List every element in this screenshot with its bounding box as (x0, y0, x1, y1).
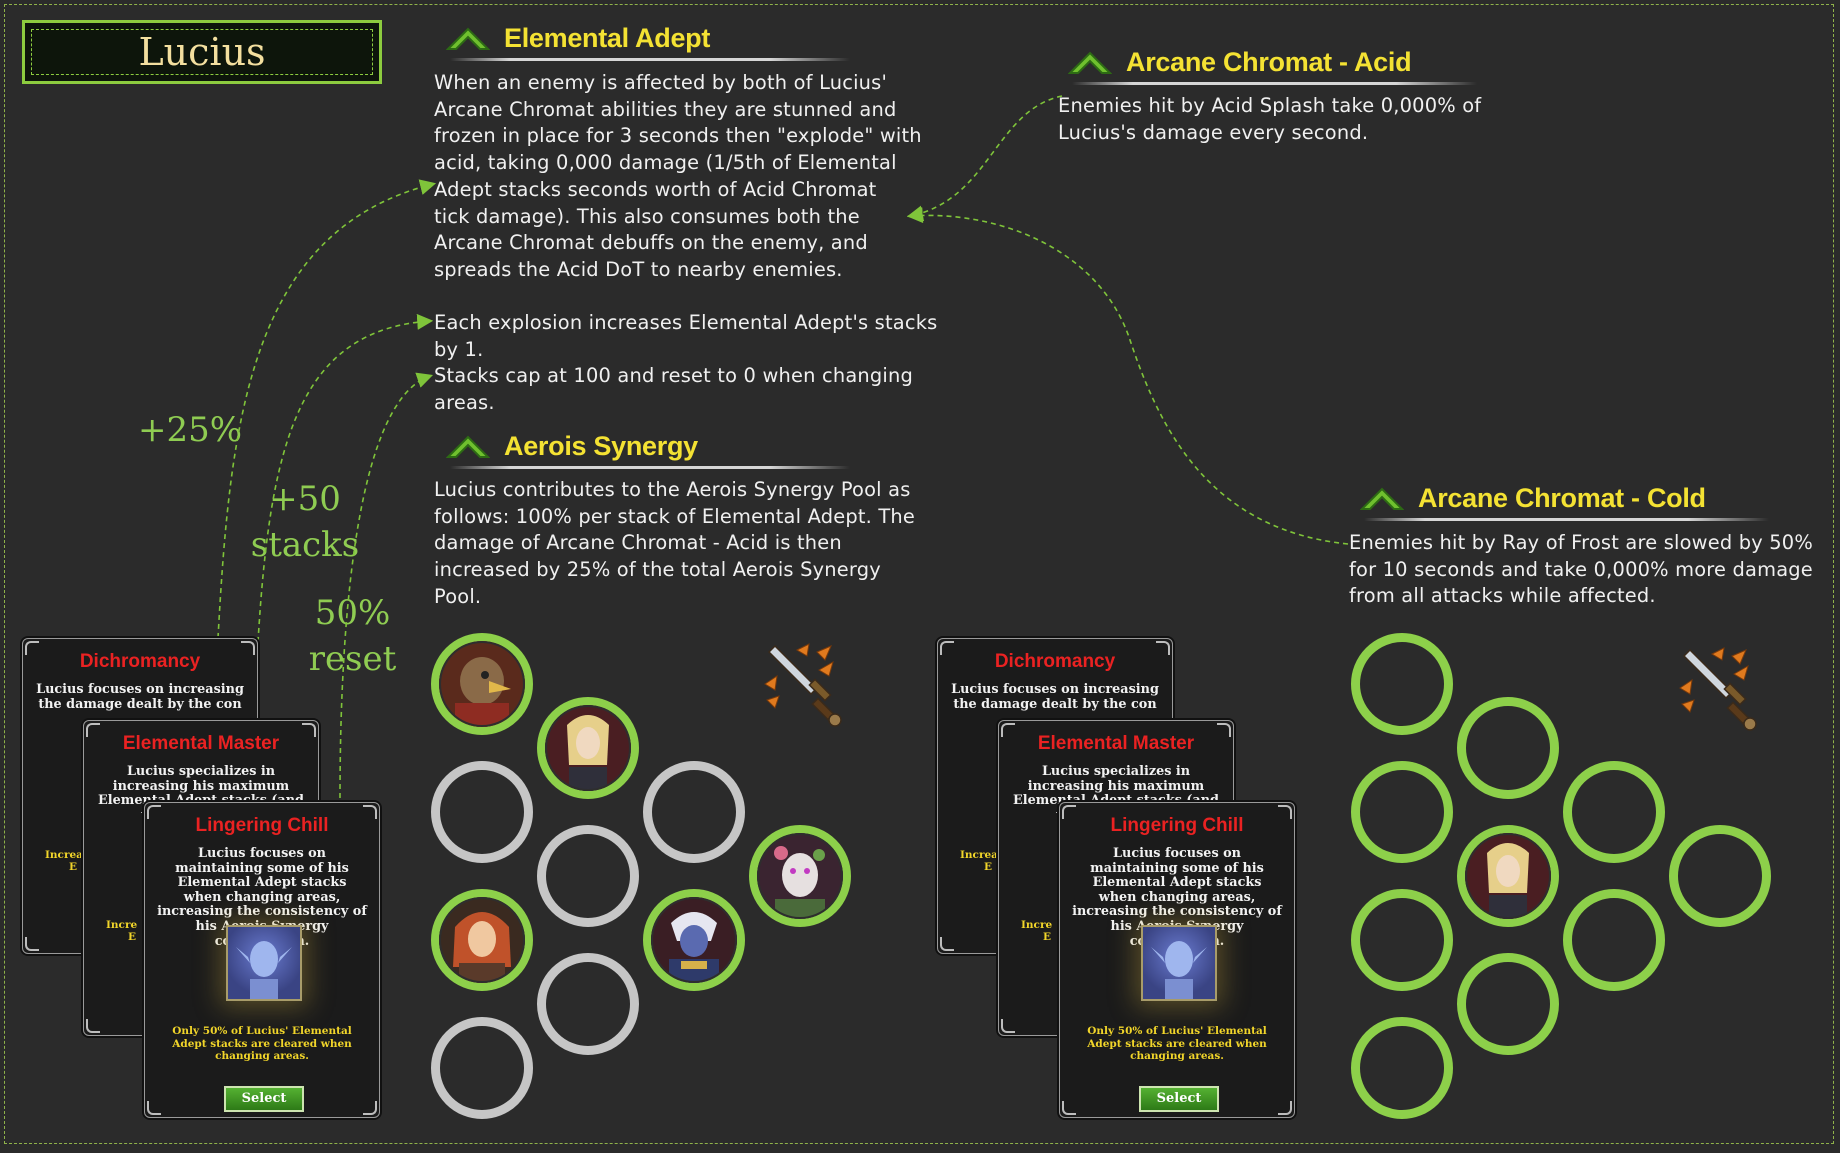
spec-card-lingering-chill[interactable]: Lingering Chill Lucius focuses on mainta… (1059, 802, 1295, 1118)
ability-description-stacks: Each explosion increases Elemental Adept… (434, 311, 938, 415)
title-underline (1364, 518, 1769, 521)
spec-card-lingering-chill[interactable]: Lingering Chill Lucius focuses on mainta… (144, 802, 380, 1118)
annotation-plus-25: +25% (137, 410, 243, 450)
lingering-chill-portrait (226, 925, 302, 1001)
formation-slot-empty[interactable] (537, 825, 639, 927)
green-chevron-icon (446, 27, 490, 50)
card-title: Lingering Chill (195, 815, 329, 836)
ability-description: Lucius contributes to the Aerois Synergy… (434, 478, 916, 608)
griffon-warrior-portrait (439, 641, 525, 727)
formation-slot-empty[interactable] (431, 1017, 533, 1119)
green-chevron-icon (1068, 51, 1112, 74)
formation-slot[interactable] (643, 889, 745, 991)
title-underline (1072, 82, 1477, 85)
formation-slot[interactable] (749, 825, 851, 927)
formation-slot-empty[interactable] (643, 761, 745, 863)
select-button[interactable]: Select (1139, 1086, 1219, 1112)
annotation-50-reset: 50%reset (308, 593, 397, 679)
ability-header-arcane-chromat-cold: Arcane Chromat - Cold (1360, 476, 1706, 520)
formation-slot-valid[interactable] (1669, 825, 1771, 927)
card-description: Lucius focuses on increasing the damage … (951, 682, 1159, 712)
ability-description: When an enemy is affected by both of Luc… (434, 71, 922, 281)
arrow-cold-to-adept (906, 207, 1349, 545)
sword-with-arrows-icon (764, 643, 842, 727)
card-title: Lingering Chill (1110, 815, 1244, 836)
arrow-dichromancy-to-adept (217, 179, 437, 639)
screen-frame (4, 4, 1834, 1144)
card-title: Dichromancy (79, 651, 201, 672)
formation-slot-valid[interactable] (1563, 889, 1665, 991)
card-description: Lucius focuses on increasing the damage … (36, 682, 244, 712)
arrow-acid-to-adept (906, 95, 1063, 222)
sword-with-arrows-icon (1679, 647, 1757, 731)
title-underline (450, 58, 850, 61)
ability-title: Elemental Adept (504, 22, 711, 53)
formation-slot-empty[interactable] (537, 953, 639, 1055)
formation-slot[interactable] (537, 697, 639, 799)
champion-name-plate: Lucius (22, 20, 382, 84)
title-underline (450, 466, 850, 469)
card-title: Dichromancy (994, 651, 1116, 672)
card-bonus-text: Only 50% of Lucius' Elemental Adept stac… (1087, 1025, 1267, 1063)
lingering-chill-portrait (1141, 925, 1217, 1001)
formation-slot-valid[interactable] (1563, 761, 1665, 863)
arrow-elemental-master-to-stacks (257, 313, 434, 643)
drow-portrait (651, 897, 737, 983)
formation-slot[interactable] (431, 889, 533, 991)
ability-description: Enemies hit by Ray of Frost are slowed b… (1349, 531, 1813, 608)
ability-header-elemental-adept: Elemental Adept (446, 16, 710, 60)
green-chevron-icon (1360, 487, 1404, 510)
formation-slot-valid[interactable] (1351, 633, 1453, 735)
red-haired-elf-portrait (439, 897, 525, 983)
ability-title: Arcane Chromat - Cold (1418, 482, 1706, 513)
green-chevron-icon (446, 435, 490, 458)
arrow-lingering-chill-to-reset (339, 372, 434, 799)
formation-slot[interactable] (431, 633, 533, 735)
ability-title: Aerois Synergy (504, 430, 698, 461)
card-bonus-text: Only 50% of Lucius' Elemental Adept stac… (172, 1025, 352, 1063)
ability-header-aerois-synergy: Aerois Synergy (446, 424, 698, 468)
masked-druid-portrait (757, 833, 843, 919)
formation-slot-valid[interactable] (1351, 889, 1453, 991)
lucius-portrait (545, 705, 631, 791)
ability-description: Enemies hit by Acid Splash take 0,000% o… (1058, 94, 1482, 144)
formation-slot-valid[interactable] (1457, 953, 1559, 1055)
ability-header-arcane-chromat-acid: Arcane Chromat - Acid (1068, 40, 1412, 84)
lucius-portrait (1465, 833, 1551, 919)
formation-slot-valid[interactable] (1351, 1017, 1453, 1119)
formation-slot-empty[interactable] (431, 761, 533, 863)
card-title: Elemental Master (1037, 733, 1195, 754)
select-button[interactable]: Select (224, 1086, 304, 1112)
formation-slot-valid[interactable] (1457, 697, 1559, 799)
card-title: Elemental Master (122, 733, 280, 754)
formation-slot[interactable] (1457, 825, 1559, 927)
ability-title: Arcane Chromat - Acid (1126, 46, 1412, 77)
formation-slot-valid[interactable] (1351, 761, 1453, 863)
